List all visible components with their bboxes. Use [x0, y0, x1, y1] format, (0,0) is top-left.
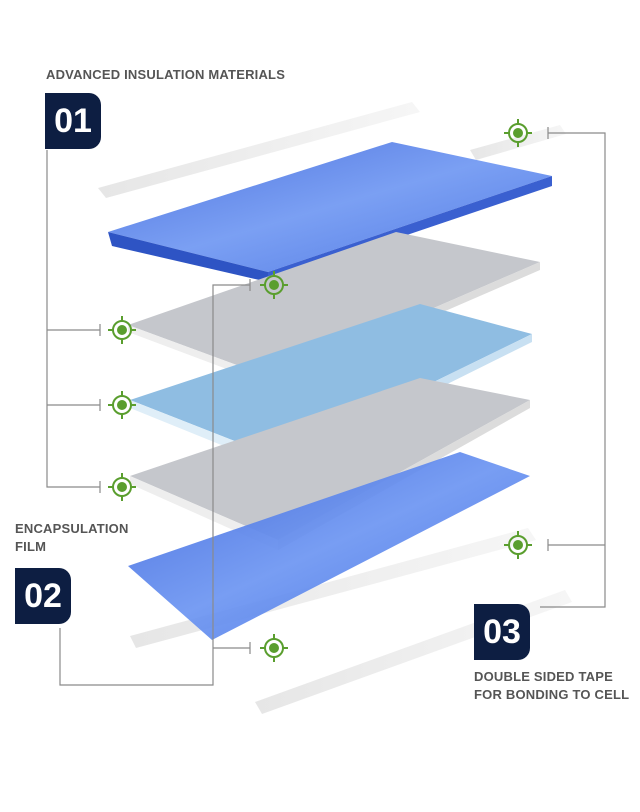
encapsulation-film-top [108, 142, 552, 272]
target-icon [260, 634, 288, 662]
tape-strip-top-left [98, 102, 420, 198]
insulation-layer-gray-2 [130, 378, 530, 540]
encapsulation-film-bottom [128, 452, 530, 640]
target-icon [108, 316, 136, 344]
tape-label-line2: FOR BONDING TO CELL [474, 687, 630, 702]
badge-03: 03 [474, 604, 530, 660]
target-icon [108, 473, 136, 501]
target-icon [504, 119, 532, 147]
film-label-line2: FILM [15, 539, 47, 554]
film-edge [108, 232, 268, 282]
leader-lines [46, 127, 606, 686]
tape-label-line1: DOUBLE SIDED TAPE [474, 669, 613, 684]
insulation-layer-blue [130, 304, 532, 458]
target-icon [504, 531, 532, 559]
insulation-layer-gray-1 [128, 232, 540, 378]
badge-01: 01 [45, 93, 101, 149]
film-label-line1: ENCAPSULATION [15, 521, 129, 536]
insulation-label: ADVANCED INSULATION MATERIALS [46, 67, 286, 82]
target-icon [108, 391, 136, 419]
target-icon [260, 271, 288, 299]
badge-02: 02 [15, 568, 71, 624]
target-markers [108, 119, 532, 662]
